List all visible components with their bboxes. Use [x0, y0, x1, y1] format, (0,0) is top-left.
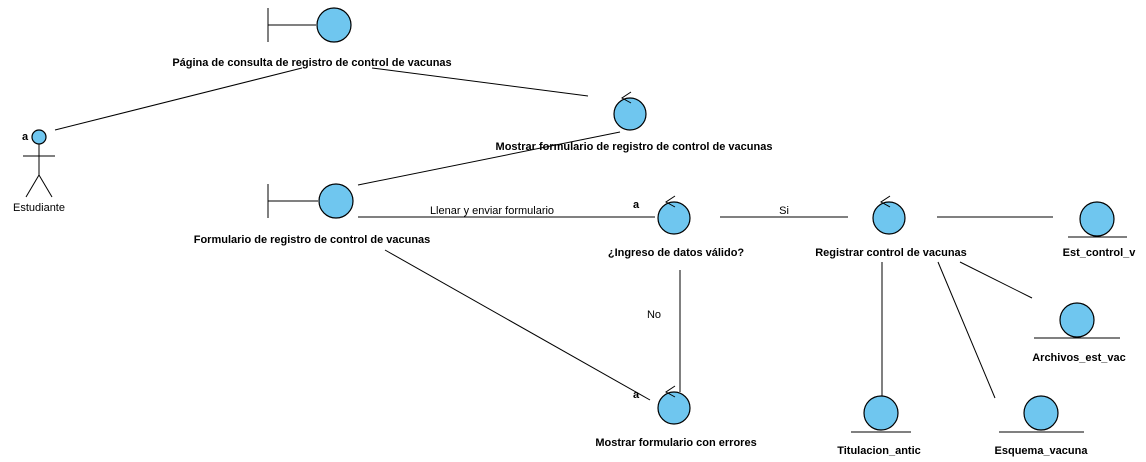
actor-leg-right [38, 174, 53, 198]
boundary-icon [318, 183, 354, 219]
control-marker: a [633, 389, 640, 401]
entity-titulacion[interactable]: Titulacion_antic [837, 395, 921, 457]
control-icon [872, 201, 906, 235]
link-actor-consulta [54, 67, 303, 131]
boundary-formulario[interactable]: Formulario de registro de control de vac… [194, 183, 431, 246]
control-label: ¿Ingreso de datos válido? [608, 247, 745, 259]
actor-estudiante[interactable]: a Estudiante [13, 129, 65, 214]
control-icon [613, 97, 647, 131]
control-label: Registrar control de vacunas [815, 247, 967, 259]
entity-label: Est_control_v [1063, 247, 1137, 259]
control-ingreso-valido[interactable]: a ¿Ingreso de datos válido? [608, 195, 745, 259]
control-marker: a [633, 199, 640, 211]
entity-icon [863, 395, 899, 431]
actor-marker: a [22, 131, 29, 143]
connections [54, 67, 1053, 401]
control-icon [657, 391, 691, 425]
boundary-label: Página de consulta de registro de contro… [172, 57, 451, 69]
boundary-pagina-consulta[interactable]: Página de consulta de registro de contro… [172, 7, 452, 69]
control-label: Mostrar formulario con errores [595, 437, 756, 449]
entity-label: Esquema_vacuna [995, 445, 1089, 457]
control-mostrar-formulario[interactable]: Mostrar formulario de registro de contro… [496, 91, 773, 153]
message-llenar: Llenar y enviar formulario [430, 205, 554, 217]
control-arrow-icon [880, 195, 891, 208]
link-mostrar-formulario [357, 131, 621, 186]
message-no: No [647, 309, 661, 321]
link-registrar-archivos [959, 261, 1033, 299]
control-arrow-icon [665, 195, 676, 208]
entity-est-control[interactable]: Est_control_v [1063, 201, 1137, 259]
control-arrow-icon [665, 385, 676, 398]
entity-archivos[interactable]: Archivos_est_vac [1032, 302, 1126, 364]
control-arrow-icon [621, 91, 632, 104]
control-label: Mostrar formulario de registro de contro… [496, 141, 773, 153]
boundary-icon [316, 7, 352, 43]
link-formulario-errores [384, 249, 651, 401]
link-consulta-mostrar [371, 67, 589, 97]
actor-label: Estudiante [13, 202, 65, 214]
control-icon [657, 201, 691, 235]
actor-head [31, 129, 47, 145]
message-si: Si [779, 205, 789, 217]
boundary-label: Formulario de registro de control de vac… [194, 234, 431, 246]
entity-icon [1079, 201, 1115, 237]
entity-label: Titulacion_antic [837, 445, 921, 457]
actor-leg-left [25, 174, 40, 198]
entity-icon [1023, 395, 1059, 431]
control-registrar[interactable]: Registrar control de vacunas [815, 195, 967, 259]
entity-label: Archivos_est_vac [1032, 352, 1126, 364]
entity-icon [1059, 302, 1095, 338]
control-mostrar-errores[interactable]: a Mostrar formulario con errores [595, 385, 757, 449]
entity-esquema[interactable]: Esquema_vacuna [995, 395, 1089, 457]
link-registrar-esquema [937, 261, 996, 399]
